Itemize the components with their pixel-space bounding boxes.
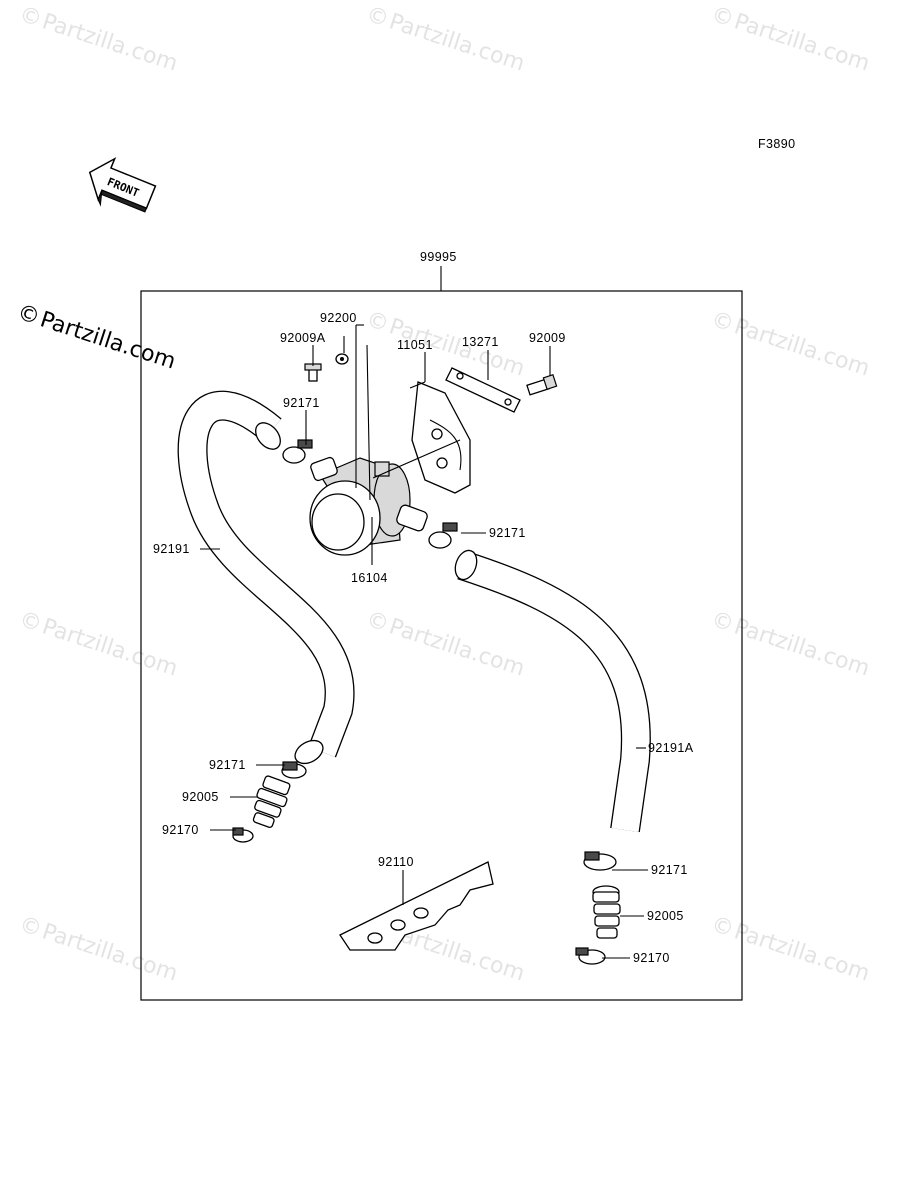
- fitting-right: [592, 885, 621, 939]
- holder: [339, 861, 494, 951]
- watermark-text: Partzilla.com: [39, 614, 181, 681]
- label-92171-pump-right: 92171: [489, 526, 526, 540]
- clamp-small-right: [575, 947, 606, 965]
- watermark-text: Partzilla.com: [386, 9, 528, 76]
- label-92009a: 92009A: [280, 331, 326, 345]
- label-11051: 11051: [397, 338, 433, 352]
- watermark-text: Partzilla.com: [39, 919, 181, 986]
- bolt: [526, 373, 558, 396]
- watermark-text: Partzilla.com: [39, 9, 181, 76]
- label-16104: 16104: [351, 571, 388, 585]
- label-92005-right: 92005: [647, 909, 684, 923]
- bolt-a: [304, 363, 322, 382]
- pump: [309, 456, 428, 556]
- label-92005-left: 92005: [182, 790, 219, 804]
- fitting-left: [252, 775, 291, 828]
- label-92191a: 92191A: [648, 741, 694, 755]
- bracket: [411, 381, 471, 494]
- clamp-lower-right: [583, 851, 617, 871]
- label-92170-left: 92170: [162, 823, 199, 837]
- label-92191: 92191: [153, 542, 190, 556]
- washer: [335, 353, 349, 365]
- label-13271: 13271: [462, 335, 499, 349]
- label-92171-upper-left: 92171: [283, 396, 320, 410]
- label-99995: 99995: [420, 250, 457, 264]
- plate: [445, 367, 521, 413]
- clamp-lower-left: [281, 761, 307, 779]
- clamp-small-left: [232, 827, 254, 843]
- watermark-text: Partzilla.com: [731, 314, 873, 381]
- clamp-upper-left: [282, 439, 313, 464]
- hose-left: [177, 390, 355, 765]
- watermark-text: Partzilla.com: [731, 9, 873, 76]
- front-arrow-icon: FRONT: [88, 157, 157, 213]
- label-92009: 92009: [529, 331, 566, 345]
- watermark-text-dark: Partzilla.com: [37, 307, 179, 374]
- label-92171-lower-left: 92171: [209, 758, 246, 772]
- clamp-pump-right: [428, 522, 458, 549]
- hose-right: [454, 549, 651, 833]
- leader-lines: [200, 324, 648, 959]
- figure-code: F3890: [758, 137, 795, 151]
- label-92171-lower-right: 92171: [651, 863, 688, 877]
- label-92200: 92200: [320, 311, 357, 325]
- watermark-layer: © Partzilla.com © Partzilla.com © Partzi…: [14, 2, 872, 987]
- watermark-text: Partzilla.com: [731, 919, 873, 986]
- label-92170-right: 92170: [633, 951, 670, 965]
- watermark-text: Partzilla.com: [731, 614, 873, 681]
- watermark-text: Partzilla.com: [386, 614, 528, 681]
- label-92110: 92110: [378, 855, 414, 869]
